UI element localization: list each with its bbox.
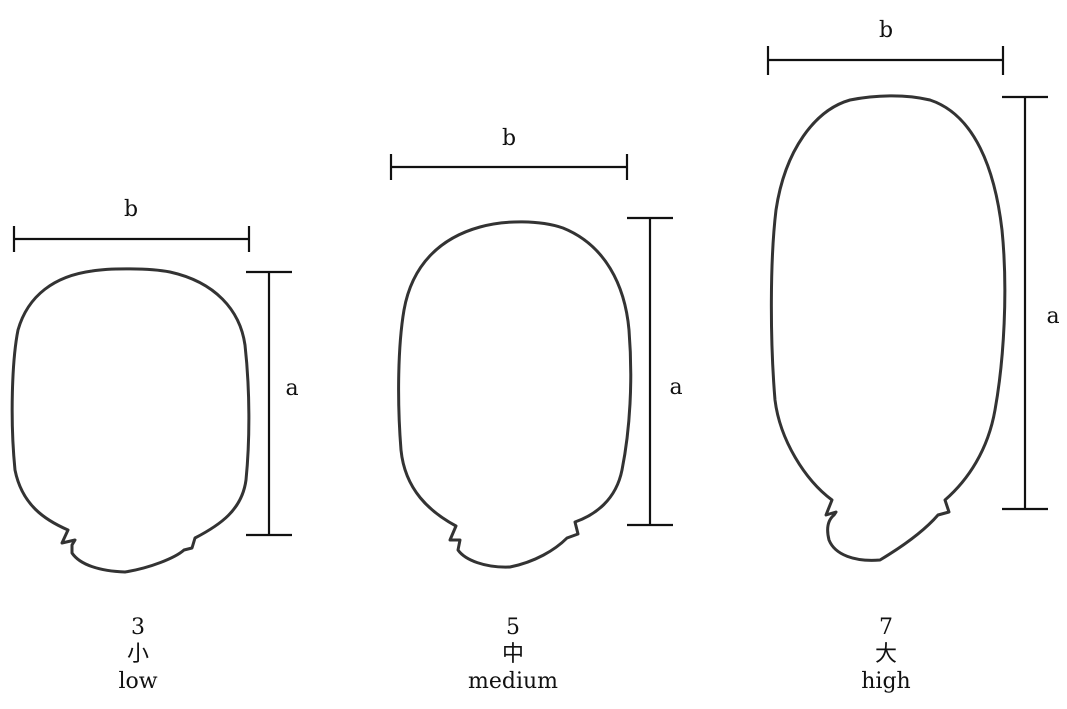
grain-high: b a <box>766 18 1060 562</box>
grade-english-medium: medium <box>467 669 559 694</box>
width-label-medium: b <box>502 126 516 151</box>
grain-outline-medium <box>397 220 633 569</box>
length-label-high: a <box>1046 304 1059 329</box>
grade-code-medium: 5 <box>506 615 520 640</box>
width-measure-low <box>12 226 251 252</box>
grain-low: b a <box>10 197 299 574</box>
length-label-low: a <box>285 376 298 401</box>
grade-kanji-high: 大 <box>874 642 897 667</box>
length-measure-high <box>1002 95 1048 511</box>
caption-high: 7 大 high <box>806 614 966 695</box>
grain-outline-low <box>10 267 251 574</box>
width-label-high: b <box>879 18 893 43</box>
width-measure-high <box>766 46 1005 75</box>
width-measure-medium <box>389 154 629 180</box>
length-label-medium: a <box>669 375 682 400</box>
caption-low: 3 小 low <box>58 614 218 695</box>
grade-english-low: low <box>118 669 158 694</box>
length-measure-low <box>246 270 292 537</box>
width-label-low: b <box>124 197 138 222</box>
grade-english-high: high <box>861 669 911 694</box>
grain-medium: b a <box>389 126 683 569</box>
grade-code-low: 3 <box>131 615 145 640</box>
grain-outline-high <box>769 94 1007 562</box>
grade-kanji-medium: 中 <box>501 642 524 667</box>
length-measure-medium <box>627 216 673 527</box>
caption-medium: 5 中 medium <box>433 614 593 695</box>
grade-code-high: 7 <box>879 615 893 640</box>
grade-kanji-low: 小 <box>126 642 149 667</box>
